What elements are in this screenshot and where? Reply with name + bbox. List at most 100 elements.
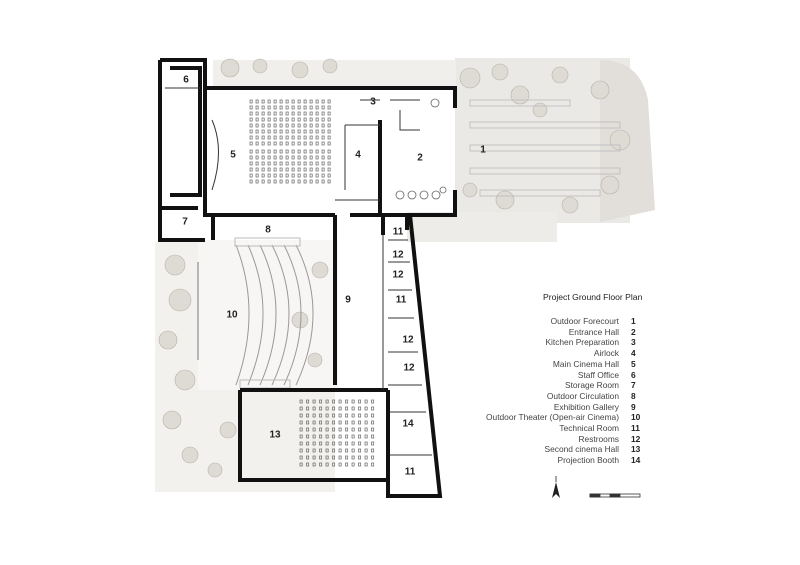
seat bbox=[315, 149, 319, 154]
tree-icon bbox=[252, 58, 268, 74]
seat bbox=[306, 413, 310, 418]
seat bbox=[351, 420, 355, 425]
seat bbox=[338, 434, 342, 439]
seat bbox=[338, 420, 342, 425]
seat bbox=[303, 179, 307, 184]
seat bbox=[338, 399, 342, 404]
seat bbox=[358, 406, 362, 411]
seat bbox=[303, 123, 307, 128]
seat bbox=[279, 141, 283, 146]
seat bbox=[332, 406, 336, 411]
room-5-label: 5 bbox=[230, 150, 236, 161]
seat bbox=[327, 161, 331, 166]
seat bbox=[297, 117, 301, 122]
seat bbox=[299, 448, 303, 453]
seat bbox=[273, 129, 277, 134]
seat bbox=[279, 111, 283, 116]
seat bbox=[321, 123, 325, 128]
seat bbox=[325, 427, 329, 432]
seat bbox=[291, 149, 295, 154]
legend-name: Technical Room bbox=[559, 423, 619, 433]
legend-number: 10 bbox=[631, 412, 641, 423]
room-11a-label: 11 bbox=[393, 227, 404, 238]
seat bbox=[315, 155, 319, 160]
legend-name: Entrance Hall bbox=[568, 326, 619, 337]
seat bbox=[309, 179, 313, 184]
seat bbox=[309, 129, 313, 134]
seat bbox=[249, 117, 253, 122]
tree-icon bbox=[510, 85, 530, 105]
seat bbox=[255, 105, 259, 110]
seat bbox=[306, 399, 310, 404]
legend-number: 8 bbox=[631, 390, 636, 401]
seat bbox=[345, 434, 349, 439]
seat bbox=[332, 420, 336, 425]
tree-icon bbox=[181, 446, 199, 464]
legend-title: Project Ground Floor Plan bbox=[543, 292, 643, 302]
seat bbox=[267, 99, 271, 104]
seat bbox=[338, 413, 342, 418]
seat bbox=[332, 427, 336, 432]
seat bbox=[364, 441, 368, 446]
seat bbox=[297, 129, 301, 134]
seat bbox=[345, 455, 349, 460]
seat bbox=[371, 441, 375, 446]
seat bbox=[291, 135, 295, 140]
seat bbox=[319, 448, 323, 453]
seat bbox=[309, 105, 313, 110]
seat bbox=[303, 155, 307, 160]
seat bbox=[332, 413, 336, 418]
legend-name: Exhibition Gallery bbox=[553, 401, 619, 412]
seat bbox=[299, 434, 303, 439]
seat bbox=[309, 123, 313, 128]
seat bbox=[261, 141, 265, 146]
seat bbox=[364, 448, 368, 453]
seat bbox=[303, 135, 307, 140]
seat bbox=[312, 413, 316, 418]
room-12c-label: 12 bbox=[402, 335, 414, 346]
room-12d-label: 12 bbox=[403, 363, 415, 374]
legend-name: Second cinema Hall bbox=[544, 444, 619, 455]
seat bbox=[303, 161, 307, 166]
seat bbox=[261, 173, 265, 178]
seat bbox=[299, 413, 303, 418]
seat bbox=[255, 135, 259, 140]
seat bbox=[267, 167, 271, 172]
seat bbox=[273, 167, 277, 172]
seat bbox=[297, 167, 301, 172]
legend-number: 2 bbox=[631, 326, 636, 337]
seat bbox=[303, 149, 307, 154]
legend-number: 12 bbox=[631, 433, 641, 444]
seat bbox=[306, 434, 310, 439]
tree-icon bbox=[561, 196, 579, 214]
seat bbox=[338, 406, 342, 411]
seat bbox=[255, 173, 259, 178]
seat bbox=[309, 173, 313, 178]
seat bbox=[325, 399, 329, 404]
tree-icon bbox=[462, 182, 478, 198]
seat bbox=[358, 462, 362, 467]
seat bbox=[325, 434, 329, 439]
seat bbox=[273, 161, 277, 166]
seat bbox=[371, 413, 375, 418]
seat bbox=[309, 149, 313, 154]
seat bbox=[249, 123, 253, 128]
seat bbox=[321, 149, 325, 154]
seat bbox=[338, 441, 342, 446]
seat bbox=[261, 105, 265, 110]
seat bbox=[279, 149, 283, 154]
seat bbox=[285, 99, 289, 104]
seat bbox=[345, 399, 349, 404]
tree-icon bbox=[311, 261, 329, 279]
tree-icon bbox=[495, 190, 515, 210]
seat bbox=[319, 462, 323, 467]
tree-icon bbox=[322, 58, 338, 74]
second-cinema-seating bbox=[299, 399, 375, 467]
seat bbox=[306, 448, 310, 453]
seat bbox=[261, 111, 265, 116]
seat bbox=[345, 427, 349, 432]
seat bbox=[291, 141, 295, 146]
seat bbox=[351, 448, 355, 453]
